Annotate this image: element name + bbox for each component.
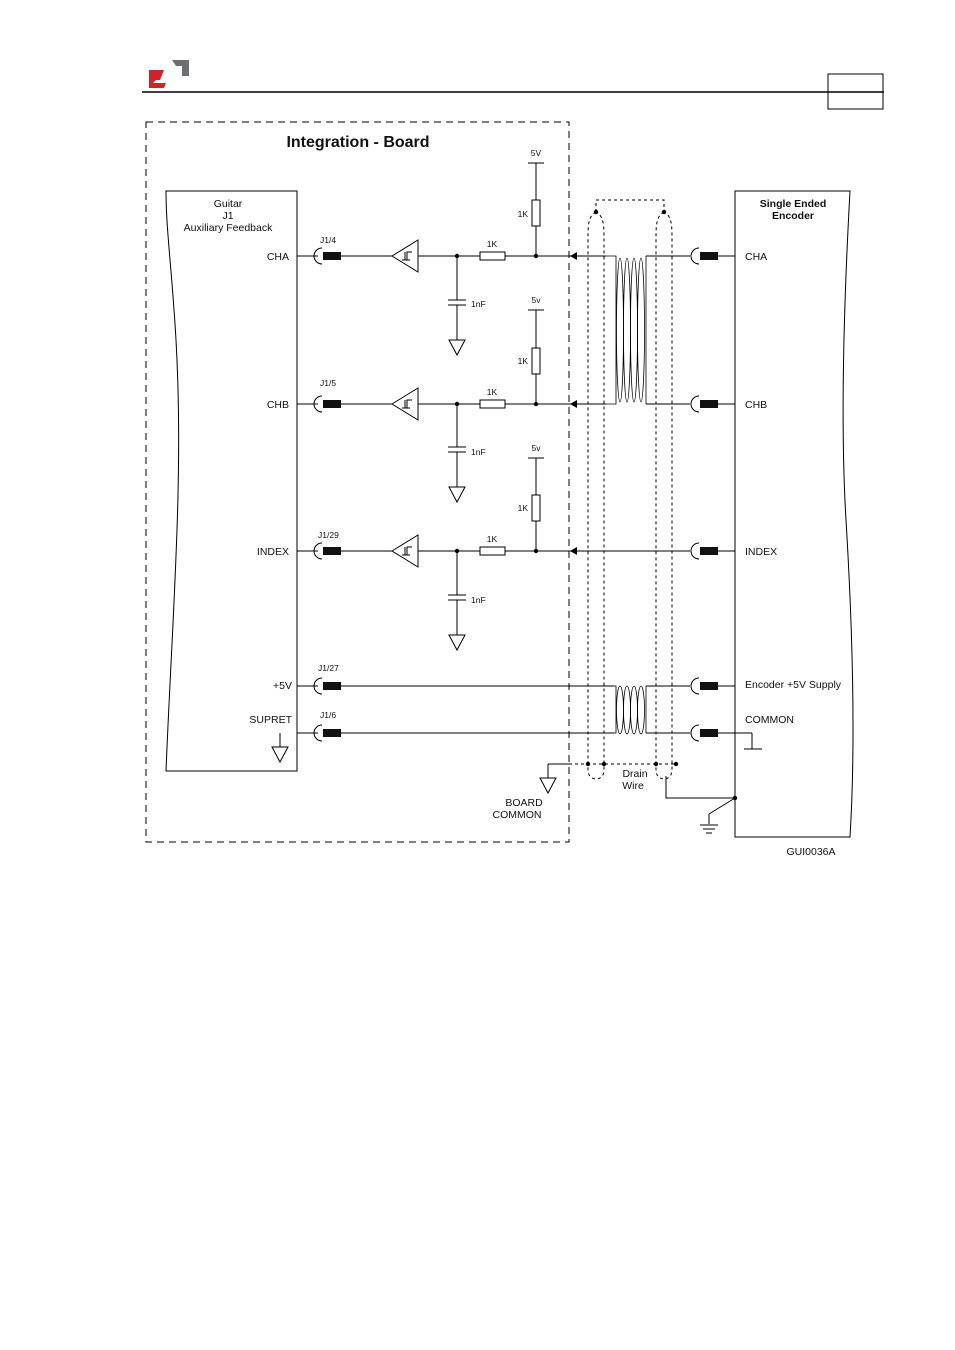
- pin-label-cha: J1/4: [320, 235, 336, 245]
- board-common-line-1: BOARD: [505, 797, 543, 809]
- encoder-label-chb: CHB: [745, 399, 767, 411]
- supply-label-cha: 5V: [531, 148, 542, 158]
- twisted-pair-cha-chb: [606, 256, 646, 404]
- resistor-label-chb: 1K: [487, 387, 498, 397]
- connector-header-line-1: Guitar: [214, 198, 243, 210]
- encoder-label-index: INDEX: [745, 546, 777, 558]
- encoder-header-line-2: Encoder: [772, 210, 814, 222]
- board-title: Integration - Board: [286, 134, 429, 151]
- signal-label-5v: +5V: [273, 680, 292, 692]
- pin-label-5v: J1/27: [318, 663, 339, 673]
- pullup-label-cha: 1K: [518, 209, 529, 219]
- company-logo-icon: [149, 60, 189, 88]
- drain-wire-line-1: Drain: [622, 768, 647, 780]
- pullup-label-index: 1K: [518, 503, 529, 513]
- channel-cha: CHA J1/4 1nF 1K 5V 1K CHA: [267, 148, 767, 355]
- drain-wire: Drain Wire: [622, 768, 737, 824]
- board-common-ground: BOARD COMMON: [493, 764, 570, 821]
- encoder-header-line-1: Single Ended: [760, 198, 827, 210]
- connector-header-line-2: J1: [222, 210, 233, 222]
- cap-label-chb: 1nF: [471, 447, 486, 457]
- figure-id: GUI0036A: [786, 846, 835, 858]
- signal-label-supret: SUPRET: [249, 714, 292, 726]
- supply-label-index: 5v: [532, 443, 542, 453]
- encoder-label-cha: CHA: [745, 251, 767, 263]
- pullup-label-chb: 1K: [518, 356, 529, 366]
- cable-shield: [569, 200, 678, 779]
- cap-label-cha: 1nF: [471, 299, 486, 309]
- pin-label-chb: J1/5: [320, 378, 336, 388]
- channel-chb: CHB J1/5 1nF 1K 5v 1K CHB: [267, 295, 767, 502]
- encoder-block: [735, 191, 853, 837]
- supply-label-chb: 5v: [532, 295, 542, 305]
- power-5v: +5V J1/27 Encoder +5V Supply: [273, 663, 842, 694]
- encoder-label-5v: Encoder +5V Supply: [745, 679, 842, 691]
- encoder-label-supret: COMMON: [745, 714, 794, 726]
- resistor-label-index: 1K: [487, 534, 498, 544]
- earth-ground-icon: [700, 825, 718, 833]
- drain-wire-line-2: Wire: [622, 780, 644, 792]
- power-supret: SUPRET J1/6 COMMON: [249, 710, 794, 762]
- signal-label-index: INDEX: [257, 546, 289, 558]
- board-common-line-2: COMMON: [493, 809, 542, 821]
- pin-label-supret: J1/6: [320, 710, 336, 720]
- signal-label-cha: CHA: [267, 251, 289, 263]
- signal-label-chb: CHB: [267, 399, 289, 411]
- channel-index: INDEX J1/29 1nF 1K 5v 1K INDEX: [257, 443, 777, 650]
- cap-label-index: 1nF: [471, 595, 486, 605]
- twisted-pair-power: [614, 686, 646, 734]
- pin-label-index: J1/29: [318, 530, 339, 540]
- resistor-label-cha: 1K: [487, 239, 498, 249]
- connector-header-line-3: Auxiliary Feedback: [184, 222, 273, 234]
